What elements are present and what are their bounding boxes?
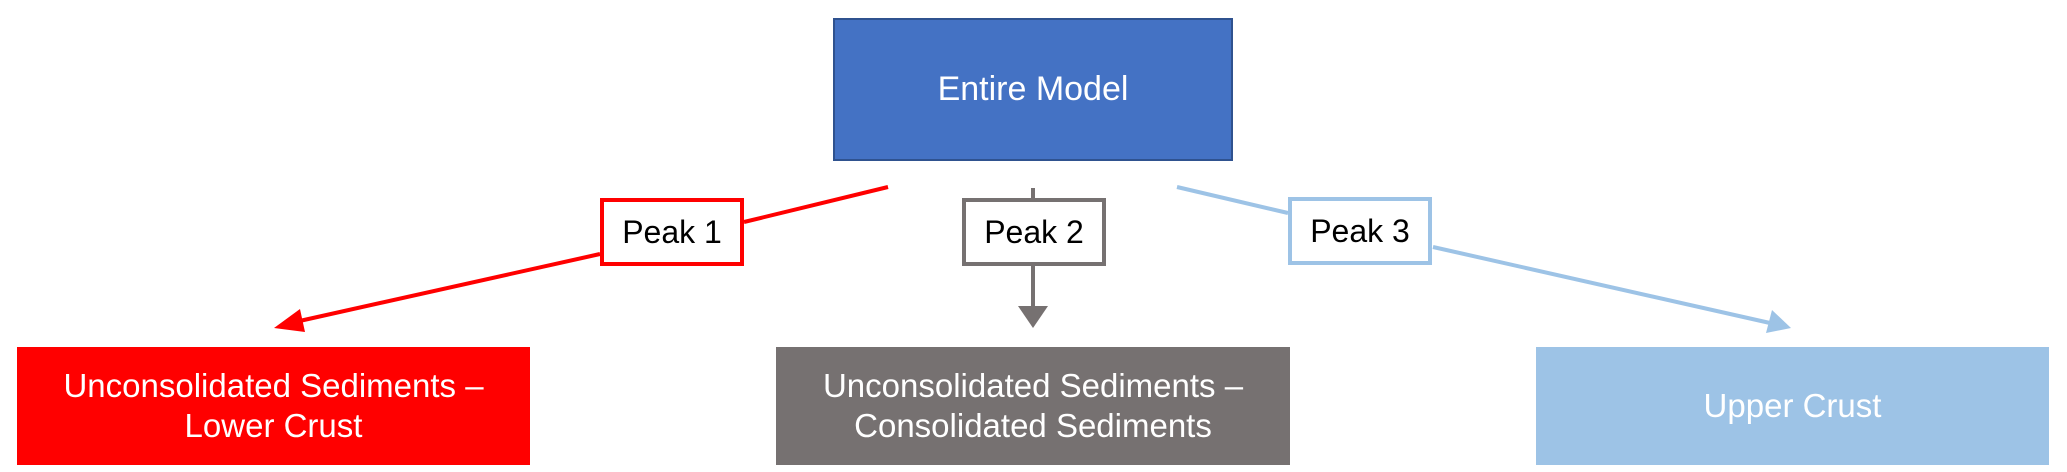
peak-3-connector-lower — [1432, 245, 1771, 325]
peak-1-arrowhead — [274, 309, 305, 332]
peak-2-arrowhead — [1018, 306, 1048, 328]
entire-model-box: Entire Model — [833, 18, 1233, 161]
peak-3-connector-upper — [1176, 185, 1289, 215]
lower-crust-box: Unconsolidated Sediments – Lower Crust — [17, 347, 530, 465]
upper-crust-box: Upper Crust — [1536, 347, 2049, 465]
peak-3-label: Peak 3 — [1310, 212, 1410, 249]
lower-crust-line-1: Unconsolidated Sediments – — [63, 367, 484, 405]
peak-1-connector-upper — [743, 185, 889, 224]
lower-crust-line-2: Lower Crust — [184, 407, 363, 444]
consolidated-sediments-line-2: Consolidated Sediments — [854, 407, 1212, 444]
consolidated-sediments-box: Unconsolidated Sediments – Consolidated … — [776, 347, 1290, 465]
peak-1-label: Peak 1 — [622, 213, 722, 250]
consolidated-sediments-line-1: Unconsolidated Sediments – — [822, 367, 1244, 405]
peak-3-label-box: Peak 3 — [1288, 197, 1432, 265]
peak-1-label-box: Peak 1 — [600, 198, 744, 266]
peak-3-arrowhead — [1766, 310, 1791, 333]
peak-2-label-box: Peak 2 — [962, 198, 1106, 266]
peak-2-label: Peak 2 — [984, 213, 1084, 250]
entire-model-label: Entire Model — [937, 70, 1129, 109]
upper-crust-label: Upper Crust — [1703, 387, 1882, 425]
peak-1-connector-lower — [294, 252, 601, 324]
